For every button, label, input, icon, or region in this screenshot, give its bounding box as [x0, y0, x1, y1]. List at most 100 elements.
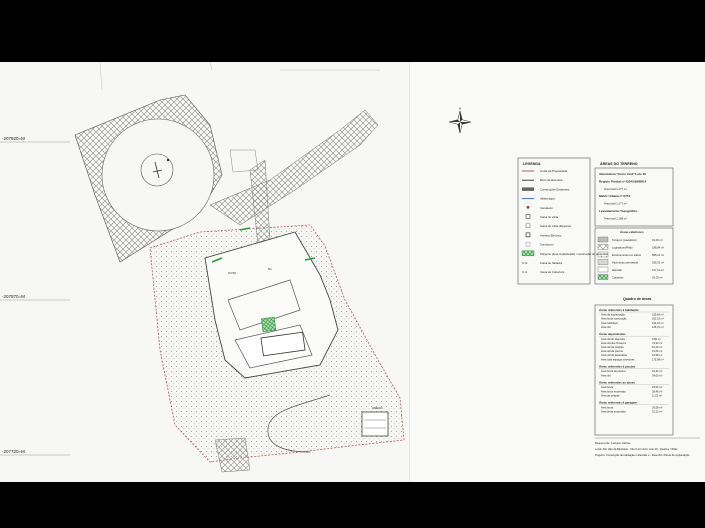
legend-item: Armário Eléctrico	[540, 233, 562, 237]
exterior-swatch	[597, 274, 609, 280]
quadro-value: 15,06 m²	[652, 349, 662, 353]
exterior-label: Canteiros	[612, 276, 624, 280]
legend-item: Muro de alvenaria	[540, 178, 563, 182]
areas-line: Levantamento Topográfico	[599, 209, 637, 213]
quadro-section-heading: Áreas dependentes	[599, 331, 626, 336]
quadro-value: 31,13 m²	[652, 409, 662, 413]
exterior-swatch	[597, 236, 609, 243]
quadro-de-areas: Quadro de áreas Áreas referentes à habit…	[594, 297, 674, 436]
quadro-label: Área útil da pérgula	[601, 345, 624, 349]
quadro-value: 195,60 m²	[652, 313, 664, 317]
svg-text:ANEXO: ANEXO	[372, 406, 383, 410]
legend-item: Candeeiro	[540, 206, 553, 210]
legend-title: LEGENDA	[523, 162, 541, 166]
quadro-label: Área da pérgula	[601, 393, 620, 397]
quadro-value: 23,98 m²	[652, 353, 662, 357]
legend-item: Polígono (área implantação) / construção…	[540, 252, 609, 256]
quadro-label: Área útil da piscina	[601, 349, 623, 353]
quadro-section-heading: Áreas referentes à habitação	[599, 307, 639, 312]
coord-label: -207870=M	[2, 294, 25, 299]
exterior-swatch	[597, 244, 609, 250]
areas-line: Área total 1.177 m²	[604, 202, 627, 206]
legend-item: Caixa de visita	[540, 215, 559, 219]
exterior-value: 595,21 m²	[652, 253, 664, 257]
quadro-label: Área útil de lavandaria	[601, 353, 627, 357]
svg-text:COTA: COTA	[228, 271, 236, 275]
exterior-label: Terraços (Lavadoiro)	[612, 238, 637, 242]
exterior-label: Enrelvamento em saibro	[612, 253, 642, 257]
site-plan: COTA N1 ANEXO	[74, 94, 405, 473]
legend-swatch	[522, 187, 534, 191]
legend-item: Caixa de Saldeira	[540, 261, 563, 265]
legend-swatch	[525, 223, 531, 228]
quadro-value: 28,48 m²	[652, 389, 662, 393]
legend-item: Construções Existentes	[540, 187, 570, 191]
quadro-section-heading: Áreas referentes à piscina	[599, 364, 635, 369]
quadro-value: 29,58 m²	[652, 405, 662, 409]
legend-swatch	[525, 241, 531, 247]
outbuilding	[361, 411, 389, 437]
coord-label: -207920=M	[2, 136, 25, 141]
pool-outline	[260, 331, 306, 357]
legend-swatch	[526, 205, 530, 209]
quadro-value: 61,20 m²	[652, 345, 662, 349]
quadro-label: Área útil	[601, 325, 611, 329]
exterior-value: 335,32 m²	[652, 261, 664, 265]
legend-item: Limite da Propriedade	[540, 169, 568, 173]
quadro-section-heading: Áreas referentes ao anexo	[599, 380, 635, 385]
footer-requerente: Requerente: Luciano Lisboa	[595, 441, 630, 445]
quadro-section-heading: Áreas referentes à garagem	[599, 400, 638, 405]
quadro-label: Área bruta construção	[601, 317, 627, 321]
quadro-label: Área bruta	[601, 385, 614, 389]
legend-item: Caixa de visita (Esgotos)	[540, 224, 571, 228]
exterior-label: Relvado	[612, 268, 622, 272]
legend-item: Valeta água	[540, 197, 555, 201]
coord-label: -207720=M	[2, 449, 25, 454]
quadro-value: 126,70 m²	[652, 325, 664, 329]
footer-local: Local: Alto Vale da Baúrtelas - Vila Cur…	[595, 447, 678, 451]
exterior-swatch	[597, 251, 609, 258]
quadro-value: 3,80 m²	[652, 337, 661, 341]
green-planter	[260, 316, 277, 333]
quadro-value: 162,33 m²	[652, 317, 664, 321]
quadro-value: 175,98 m²	[652, 357, 664, 361]
quadro-label: Área bruta da piscina	[601, 369, 626, 373]
legend-swatch	[521, 250, 535, 257]
legend-swatch: C.C.	[522, 270, 528, 274]
svg-text:N1: N1	[268, 267, 272, 271]
exterior-title: Áreas exteriores	[620, 229, 644, 234]
north-compass-icon: N	[448, 107, 472, 134]
areas-line: Área total 1.177 m²	[604, 187, 627, 191]
quadro-value: 34,00 m²	[652, 373, 662, 377]
areas-line: Área total 1.168 m²	[604, 216, 627, 220]
quadro-value: 11,02 m²	[652, 393, 662, 397]
quadro-title: Quadro de áreas	[623, 297, 651, 301]
areas-line: Abreviatura "Curro Azul" Lote 49	[599, 172, 646, 176]
quadro-label: Área habitável	[601, 321, 618, 325]
quadro-label: Área bruta encerrada	[601, 389, 626, 393]
quadro-label: Área bruta encerrada	[601, 409, 626, 413]
quadro-label: Área de Implantação	[601, 313, 625, 317]
exterior-areas: Áreas exteriores Terraços (Lavadoiro)19,…	[594, 227, 674, 285]
quadro-value: 161,10 m²	[652, 321, 664, 325]
legend-swatch	[525, 232, 531, 238]
exterior-swatch	[597, 259, 609, 265]
quadro-label: Área útil dos Terraços	[601, 341, 627, 345]
svg-text:N: N	[459, 107, 461, 111]
areas-line: Registo Predial nº 4534/19980814	[599, 179, 647, 183]
legend-swatch: C.S.	[522, 261, 528, 265]
areas-block: ÁREAS DO TERRENO Abreviatura "Curro Azul…	[594, 161, 674, 227]
exterior-swatch	[597, 266, 609, 273]
legend-item: Sumidouro	[540, 243, 554, 247]
exterior-label: Pavimento permeável	[612, 261, 638, 265]
quadro-value: 74,94 m²	[652, 341, 662, 345]
legend-item: Caixa de Cobertura	[540, 270, 565, 274]
quadro-label: Área bruta	[601, 405, 614, 409]
exterior-value: 127,11 m²	[652, 268, 664, 272]
exterior-value: 33,00 m²	[652, 276, 663, 280]
exterior-label: Logradouro/Pátio	[612, 246, 633, 250]
title-footer: Requerente: Luciano Lisboa Local: Alto V…	[595, 437, 700, 457]
quadro-value: 29,53 m²	[652, 385, 662, 389]
